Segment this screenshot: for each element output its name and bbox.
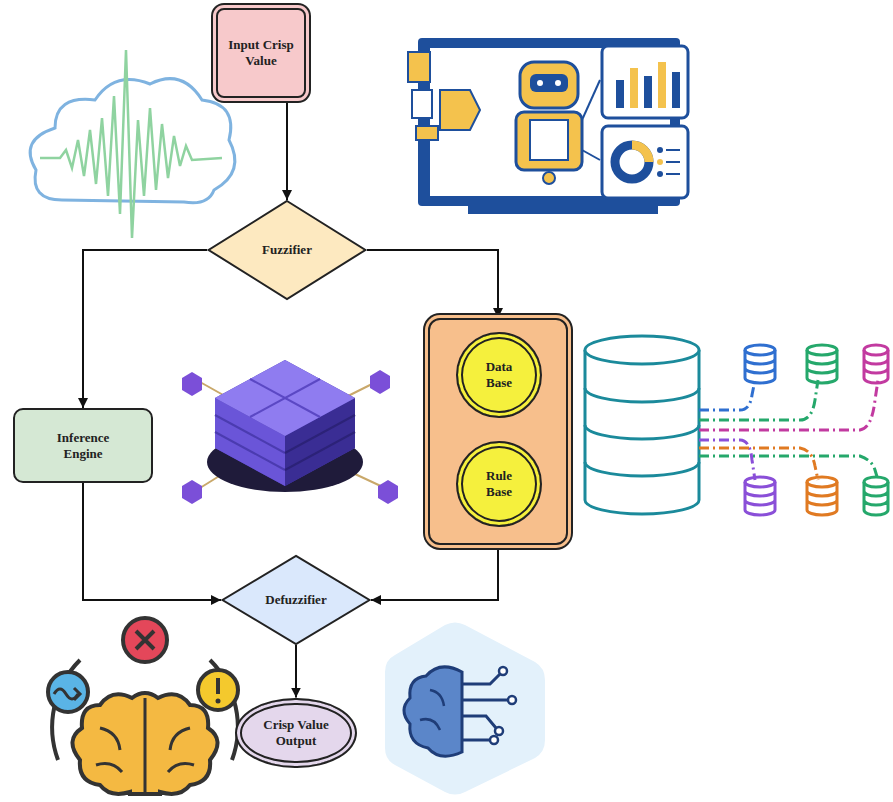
input-box: Input Crisp Value [216,8,306,98]
node-label: Fuzzifier [262,242,312,258]
flow-arrow [295,645,297,698]
node-label: Data Base [477,359,522,390]
robot-monitor-icon [408,38,688,214]
knowledge-panel: Data BaseRule Base [428,318,568,545]
flow-arrow [367,250,498,318]
brain-decision-icon [48,618,238,794]
flow-arrow [286,98,288,200]
cloud-wave-icon [30,50,235,238]
process-box: Inference Engine [13,408,153,483]
diamond-shape [223,556,370,644]
node-label: Defuzzifier [265,592,326,608]
diamond-shape [209,201,366,299]
node-label: Input Crisp Value [226,37,296,68]
flow-arrow [83,483,221,600]
node-label: Inference Engine [43,430,123,461]
flow-arrow [83,250,207,408]
output-ellipse: Crisp Value Output [235,698,356,769]
decision-diamond: Fuzzifier [207,200,367,300]
database-pipeline-icon [585,336,888,515]
decision-diamond: Defuzzifier [221,555,371,645]
database-circle: Data Base [456,332,542,418]
node-label: Rule Base [477,468,522,499]
circuit-brain-icon [385,623,545,795]
node-label: Crisp Value Output [256,717,336,748]
server-icon [182,360,398,504]
rulebase-circle: Rule Base [456,441,542,527]
flow-arrow [371,545,498,600]
